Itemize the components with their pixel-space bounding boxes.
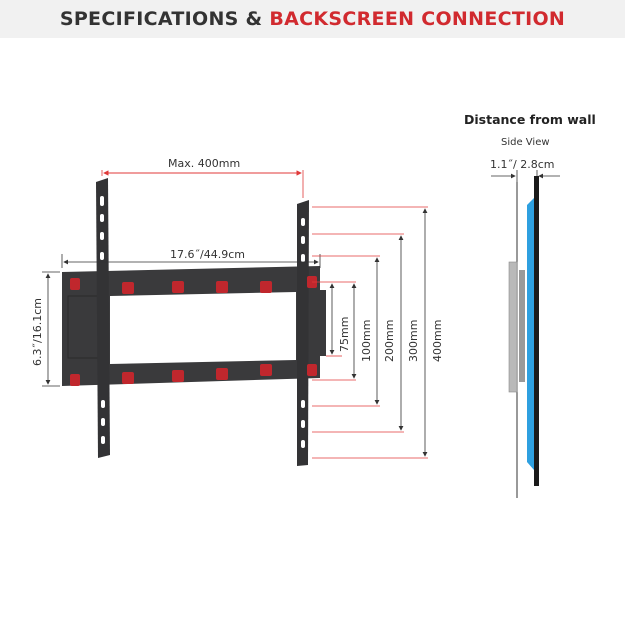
side-view-subtitle: Side View bbox=[501, 137, 550, 148]
tv-panel bbox=[527, 198, 534, 470]
title-part-specifications: SPECIFICATIONS & bbox=[59, 8, 270, 30]
page-title: SPECIFICATIONS & BACKSCREEN CONNECTION bbox=[60, 8, 565, 30]
vesa-guides bbox=[312, 206, 428, 459]
top-rail-clips bbox=[70, 276, 317, 294]
vesa-100-label: 100mm bbox=[360, 320, 373, 362]
side-wall-plate bbox=[508, 261, 518, 393]
plate-right-end bbox=[310, 290, 326, 356]
title-part-backscreen: BACKSCREEN CONNECTION bbox=[269, 8, 566, 30]
arm-holes bbox=[100, 196, 305, 448]
bottom-rail-clips bbox=[70, 364, 317, 386]
front-dimensions: Max. 400mm 17.6˝/44.9cm 6.3˝/16.1cm bbox=[31, 157, 444, 459]
vesa-75-label: 75mm bbox=[338, 317, 351, 352]
side-view-title: Distance from wall bbox=[464, 112, 596, 127]
vesa-200-label: 200mm bbox=[383, 320, 396, 362]
vesa-dim-lines bbox=[329, 208, 428, 457]
header-bar: SPECIFICATIONS & BACKSCREEN CONNECTION bbox=[0, 0, 625, 38]
depth-label: 1.1˝/ 2.8cm bbox=[490, 158, 554, 171]
wall-bracket bbox=[62, 178, 326, 466]
tv-screen-edge bbox=[534, 176, 539, 486]
plate-width-label: 17.6˝/44.9cm bbox=[170, 248, 245, 261]
max-width-label: Max. 400mm bbox=[168, 157, 240, 170]
side-bracket-arm bbox=[519, 270, 525, 382]
left-arm bbox=[96, 178, 110, 458]
plate-height-label: 6.3˝/16.1cm bbox=[31, 298, 44, 366]
right-arm bbox=[297, 200, 309, 466]
wall-plate bbox=[62, 266, 320, 386]
side-view: Distance from wall Side View 1.1˝/ 2.8cm bbox=[464, 112, 596, 498]
vesa-300-label: 300mm bbox=[407, 320, 420, 362]
vesa-400-label: 400mm bbox=[431, 320, 444, 362]
